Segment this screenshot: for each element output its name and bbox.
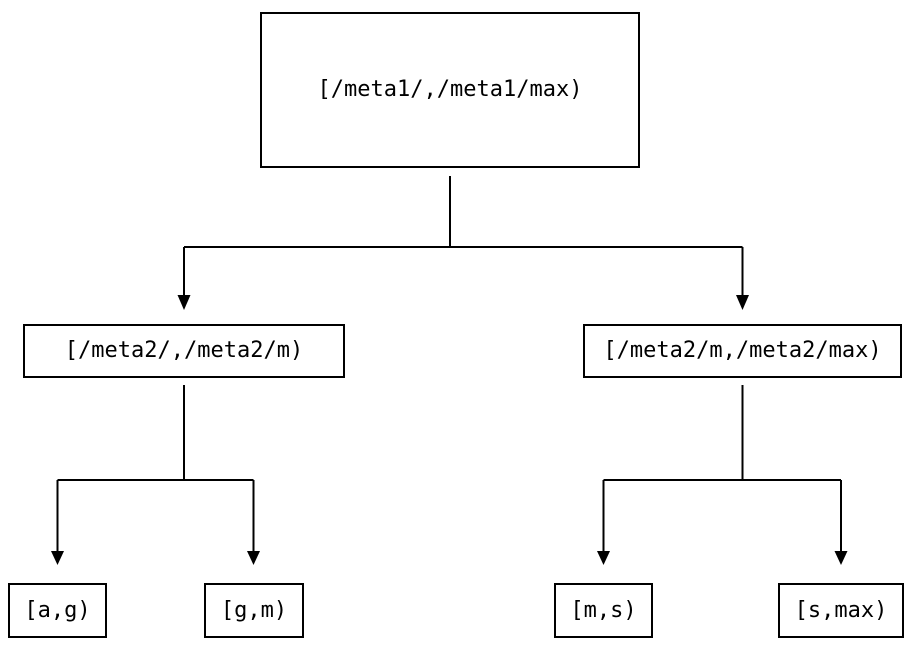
arrowhead-to-right-node: [736, 295, 749, 310]
leaf-node-a-g: [a,g): [8, 583, 107, 638]
edge-lines: [56, 176, 842, 551]
arrowhead-to-leaf-gm: [247, 551, 260, 565]
leaf-node-s-max: [s,max): [778, 583, 904, 638]
arrowhead-to-leaf-ms: [597, 551, 610, 565]
node-meta2-left-interval: [/meta2/,/meta2/m): [23, 324, 345, 378]
leaf-node-m-s: [m,s): [554, 583, 653, 638]
arrowhead-to-left-node: [177, 295, 191, 310]
node-root-interval: [/meta1/,/meta1/max): [260, 12, 640, 168]
arrowhead-to-leaf-smax: [834, 551, 848, 565]
node-meta2-right-interval: [/meta2/m,/meta2/max): [583, 324, 902, 378]
arrowhead-to-leaf-ag: [51, 551, 64, 565]
leaf-node-g-m: [g,m): [204, 583, 304, 638]
edge-arrowheads: [51, 295, 848, 565]
